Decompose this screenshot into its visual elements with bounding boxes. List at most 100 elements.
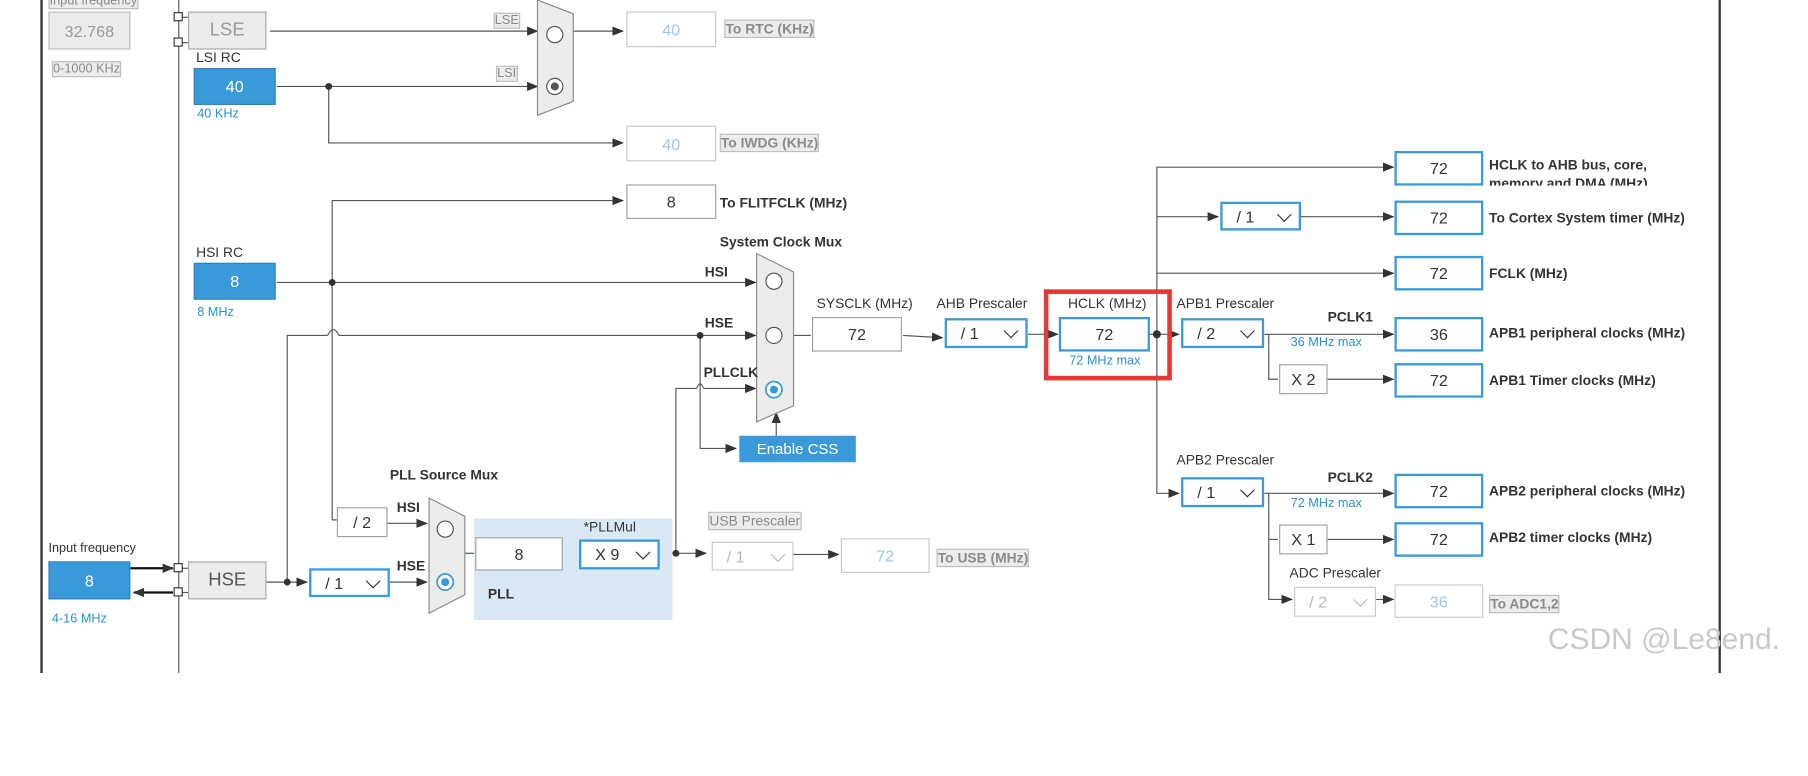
lsi-rc-frequency: 40 KHz xyxy=(197,107,239,122)
apb2-timer-multiplier: X 1 xyxy=(1279,524,1328,555)
to-usb-value: 72 xyxy=(840,538,930,573)
cortex-output-value: 72 xyxy=(1394,200,1484,236)
to-rtc-label: To RTC (KHz) xyxy=(724,19,815,39)
apb1-timer-output-label: APB1 Timer clocks (MHz) xyxy=(1489,372,1656,389)
adc-prescaler-select[interactable]: / 2 xyxy=(1294,586,1377,617)
hse-prediv-select[interactable]: / 1 xyxy=(309,568,390,598)
hse-input-frequency[interactable]: 8 xyxy=(48,561,131,600)
enable-css-button[interactable]: Enable CSS xyxy=(739,435,856,463)
apb2-peripheral-output-label: APB2 peripheral clocks (MHz) xyxy=(1489,482,1686,500)
watermark: CSDN @Le8end. xyxy=(1547,621,1781,656)
adc-output-label: To ADC1,2 xyxy=(1489,594,1560,614)
pclk2-max: 72 MHz max xyxy=(1290,496,1362,511)
hsi-rc-title: HSI RC xyxy=(196,244,243,261)
lsi-rc-title: LSI RC xyxy=(196,49,241,66)
lsi-rc-value[interactable]: 40 xyxy=(193,68,276,105)
hclk-ahb-output-label-line2-text: memory and DMA (MHz) xyxy=(1489,175,1648,186)
sys-mux-hse-label[interactable]: HSE xyxy=(704,314,734,331)
rtc-mux-lse-label: LSE xyxy=(493,12,520,29)
rtc-mux-shape xyxy=(536,0,574,117)
pll-source-mux-shape xyxy=(428,497,466,615)
system-clock-mux-title: System Clock Mux xyxy=(719,233,843,251)
apb1-prescaler-value: / 2 xyxy=(1197,323,1216,343)
usb-prescaler-label: USB Prescaler xyxy=(708,511,802,531)
usb-prescaler-value: / 1 xyxy=(726,546,745,566)
sysclk-label: SYSCLK (MHz) xyxy=(816,295,913,312)
hclk-value[interactable]: 72 xyxy=(1058,316,1150,352)
pclk1-label: PCLK1 xyxy=(1327,308,1373,326)
pllmul-value: X 9 xyxy=(595,545,620,564)
adc-output-value: 36 xyxy=(1394,584,1484,618)
lse-oscillator[interactable]: LSE xyxy=(188,11,267,50)
apb2-prescaler-select[interactable]: / 1 xyxy=(1181,477,1265,508)
pclk2-label: PCLK2 xyxy=(1327,469,1373,486)
pll-src-hsi-label[interactable]: HSI xyxy=(396,499,420,516)
apb2-prescaler-label: APB2 Prescaler xyxy=(1176,451,1275,468)
to-iwdg-label: To IWDG (KHz) xyxy=(719,133,820,153)
apb2-timer-output-value: 72 xyxy=(1394,522,1484,557)
cortex-output-label: To Cortex System timer (MHz) xyxy=(1489,209,1685,226)
hclk-label: HCLK (MHz) xyxy=(1068,295,1147,312)
pll-source-mux-title: PLL Source Mux xyxy=(389,466,499,483)
hclk-ahb-output-value: 72 xyxy=(1394,151,1484,186)
adc-prescaler-value: / 2 xyxy=(1309,592,1328,611)
sys-mux-hsi-label[interactable]: HSI xyxy=(704,263,728,281)
chevron-down-icon xyxy=(365,573,381,588)
lse-input-range: 0-1000 KHz xyxy=(51,61,122,78)
pllmul-select[interactable]: X 9 xyxy=(579,539,660,570)
cortex-timer-divider-value: / 1 xyxy=(1236,206,1255,226)
chevron-down-icon xyxy=(1003,323,1019,339)
ahb-prescaler-select[interactable]: / 1 xyxy=(944,318,1028,349)
apb1-timer-multiplier: X 2 xyxy=(1279,364,1328,395)
fclk-output-label: FCLK (MHz) xyxy=(1489,265,1568,282)
to-flitfclk-label: To FLITFCLK (MHz) xyxy=(719,194,848,211)
hse-input-range: 4-16 MHz xyxy=(51,612,107,626)
rtc-mux-lsi-label: LSI xyxy=(495,65,518,82)
lse-input-caption: Input frequency xyxy=(48,0,139,10)
chevron-down-icon xyxy=(1240,323,1255,339)
apb2-prescaler-value: / 1 xyxy=(1197,482,1216,502)
chevron-down-icon xyxy=(770,546,786,562)
apb1-prescaler-label: APB1 Prescaler xyxy=(1176,295,1275,312)
fclk-output-value: 72 xyxy=(1394,255,1484,291)
pllmul-label: *PLLMul xyxy=(583,518,636,535)
apb1-peripheral-output-label: APB1 peripheral clocks (MHz) xyxy=(1489,325,1686,342)
ahb-prescaler-label: AHB Prescaler xyxy=(936,295,1028,312)
pll-label: PLL xyxy=(487,585,515,602)
cortex-timer-divider-select[interactable]: / 1 xyxy=(1220,201,1302,231)
to-rtc-value: 40 xyxy=(626,11,717,48)
pll-src-hse-label[interactable]: HSE xyxy=(396,557,426,575)
ahb-prescaler-value: / 1 xyxy=(960,323,979,343)
chevron-down-icon xyxy=(1276,206,1292,222)
to-flitfclk-value: 8 xyxy=(626,184,717,220)
chevron-down-icon xyxy=(635,545,651,560)
adc-prescaler-label: ADC Prescaler xyxy=(1289,564,1382,581)
apb1-peripheral-output-value: 36 xyxy=(1394,316,1484,352)
hse-prediv-value: / 1 xyxy=(325,573,344,592)
chevron-down-icon xyxy=(1353,592,1368,607)
apb2-peripheral-output-value: 72 xyxy=(1394,473,1484,509)
hclk-ahb-output-label: HCLK to AHB bus, core, xyxy=(1489,156,1647,173)
pclk1-max: 36 MHz max xyxy=(1290,335,1362,350)
apb1-timer-output-value: 72 xyxy=(1394,363,1484,398)
chevron-down-icon xyxy=(1240,482,1255,498)
hse-oscillator[interactable]: HSE xyxy=(188,561,267,600)
sysclk-value[interactable]: 72 xyxy=(811,316,902,352)
pll-input-value: 8 xyxy=(475,537,563,571)
to-iwdg-value: 40 xyxy=(626,125,717,162)
hse-input-caption: Input frequency xyxy=(48,541,136,556)
lse-input-frequency[interactable]: 32.768 xyxy=(48,11,131,50)
hclk-ahb-output-label-line2: memory and DMA (MHz) xyxy=(1489,175,1648,185)
sys-mux-pllclk-label[interactable]: PLLCLK xyxy=(703,364,759,381)
hsi-rc-frequency: 8 MHz xyxy=(197,305,234,320)
hsi-rc-value[interactable]: 8 xyxy=(193,262,276,300)
usb-prescaler-select[interactable]: / 1 xyxy=(711,541,794,571)
hsi-div2-value: / 2 xyxy=(336,507,388,538)
apb2-timer-output-label: APB2 timer clocks (MHz) xyxy=(1489,529,1653,546)
highlight-frame xyxy=(1043,289,1172,381)
apb1-prescaler-select[interactable]: / 2 xyxy=(1181,318,1265,349)
hclk-max: 72 MHz max xyxy=(1069,353,1141,368)
clock-tree-wires xyxy=(40,0,1721,674)
to-usb-label: To USB (MHz) xyxy=(936,548,1030,568)
